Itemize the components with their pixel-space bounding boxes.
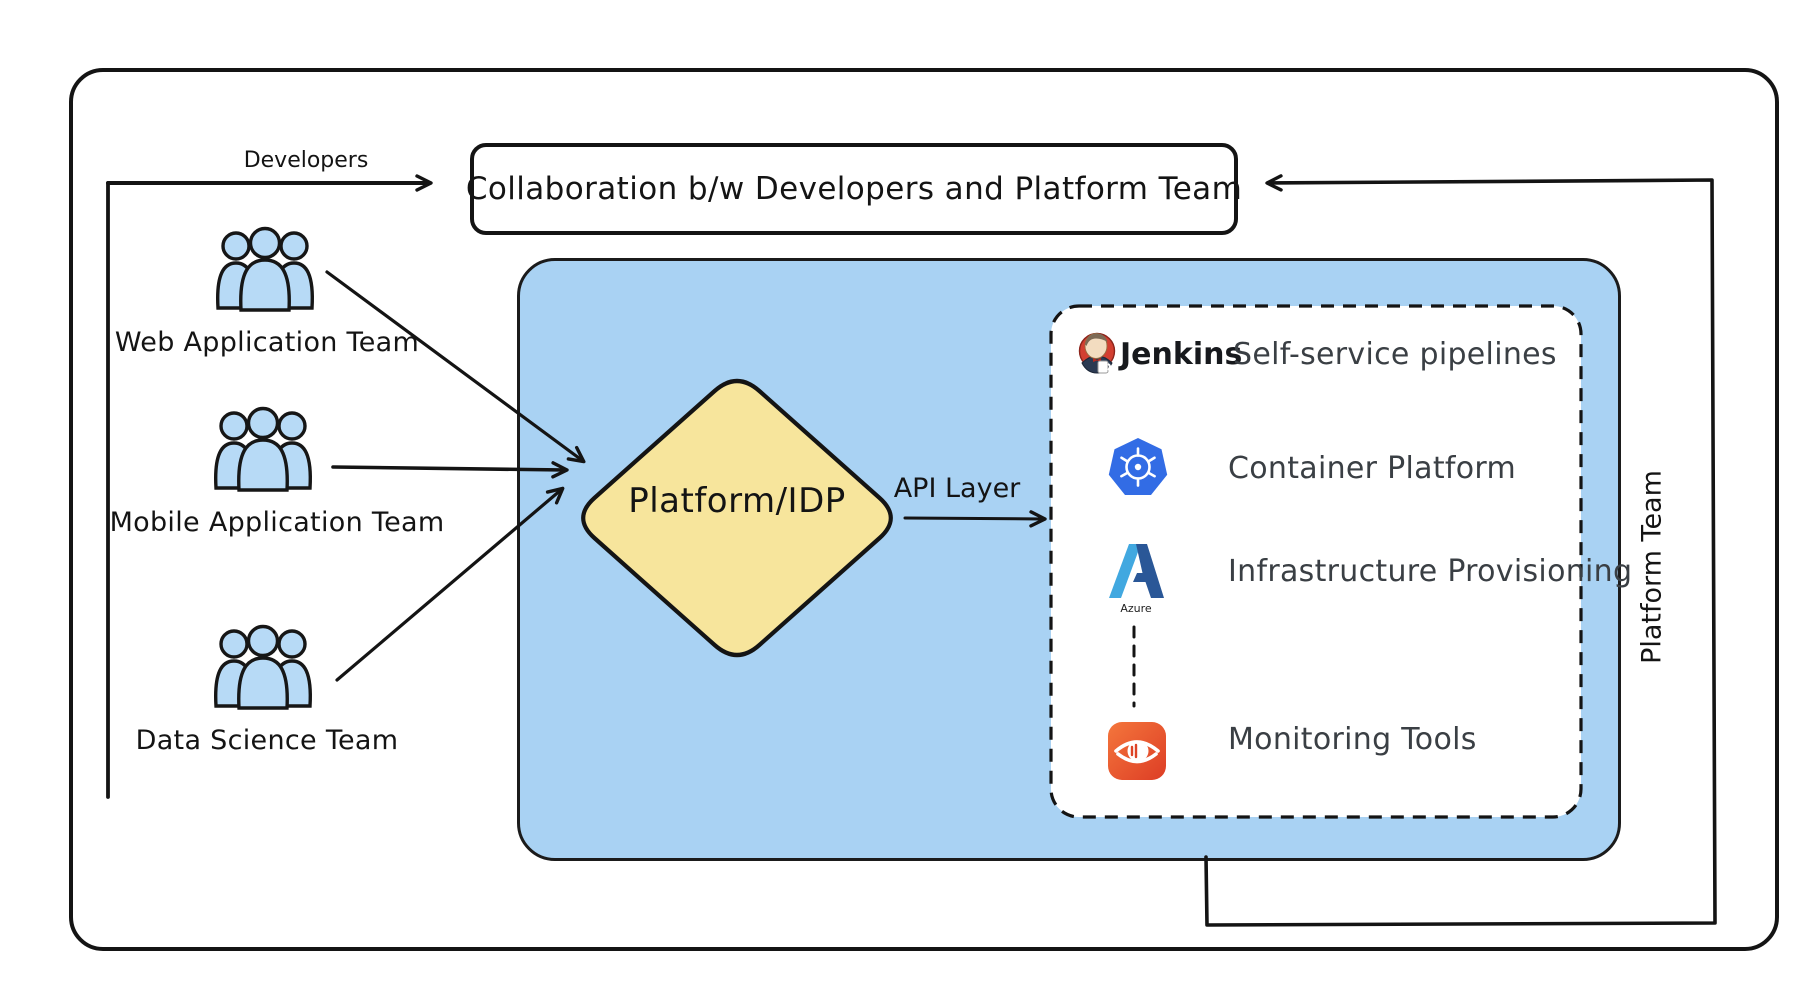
infrastructure-provisioning-label: Infrastructure Provisioning bbox=[1228, 554, 1633, 589]
mobile-team-label: Mobile Application Team bbox=[109, 507, 445, 538]
outer-boundary-frame bbox=[69, 68, 1779, 951]
collaboration-title: Collaboration b/w Developers and Platfor… bbox=[465, 171, 1243, 207]
container-platform-label: Container Platform bbox=[1228, 451, 1517, 486]
azure-icon bbox=[1109, 544, 1164, 598]
platform-idp-label: Platform/IDP bbox=[628, 481, 846, 521]
data-science-team-label: Data Science Team bbox=[135, 725, 399, 756]
api-layer-label: API Layer bbox=[893, 473, 1021, 504]
platform-team-label: Platform Team bbox=[1636, 470, 1668, 664]
azure-icon-caption: Azure bbox=[1120, 602, 1152, 615]
developers-arrow-label: Developers bbox=[243, 148, 369, 173]
jenkins-wordmark: Jenkins bbox=[1120, 337, 1243, 372]
monitoring-eye-icon bbox=[1108, 722, 1166, 780]
self-service-pipelines-label: Self-service pipelines bbox=[1233, 337, 1557, 372]
kubernetes-icon bbox=[1108, 438, 1168, 495]
monitoring-tools-label: Monitoring Tools bbox=[1228, 722, 1477, 757]
web-team-label: Web Application Team bbox=[114, 327, 420, 358]
jenkins-icon bbox=[1078, 332, 1116, 374]
collaboration-title-box: Collaboration b/w Developers and Platfor… bbox=[466, 143, 1242, 235]
